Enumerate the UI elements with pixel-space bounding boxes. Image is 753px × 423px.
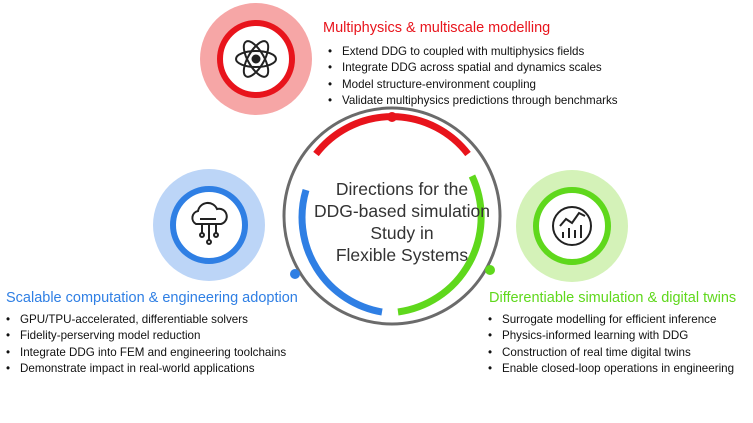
left-section-title: Scalable computation & engineering adopt… bbox=[6, 290, 298, 306]
top-section-title: Multiphysics & multiscale modelling bbox=[323, 20, 551, 36]
cloud-computing-icon bbox=[191, 201, 228, 245]
center-arc-blue bbox=[298, 189, 383, 316]
center-title-line: Flexible Systems bbox=[335, 245, 469, 265]
left-badge bbox=[153, 169, 265, 281]
center-title-line: DDG-based simulation bbox=[313, 201, 491, 221]
right-section-title: Differentiable simulation & digital twin… bbox=[489, 290, 737, 306]
center-title-line: Study in bbox=[370, 223, 434, 243]
top-badge bbox=[200, 3, 312, 115]
right-badge bbox=[516, 170, 628, 282]
center-title: Directions for the DDG-based simulation … bbox=[312, 178, 492, 266]
top-section-list: Extend DDG to coupled with multiphysics … bbox=[326, 44, 618, 109]
list-item: Validate multiphysics predictions throug… bbox=[326, 93, 618, 110]
node-dot-blue bbox=[290, 269, 300, 279]
center-arc-green bbox=[397, 174, 485, 316]
atom-icon bbox=[235, 40, 277, 78]
list-item: Integrate DDG into FEM and engineering t… bbox=[4, 345, 286, 362]
left-section-list: GPU/TPU-accelerated, differentiable solv… bbox=[4, 312, 286, 377]
list-item: Fidelity-perserving model reduction bbox=[4, 328, 286, 345]
list-item: Enable closed-loop operations in enginee… bbox=[486, 361, 734, 378]
list-item: Model structure-environment coupling bbox=[326, 77, 618, 94]
right-section-list: Surrogate modelling for efficient infere… bbox=[486, 312, 734, 377]
list-item: Demonstrate impact in real-world applica… bbox=[4, 361, 286, 378]
list-item: Construction of real time digital twins bbox=[486, 345, 734, 362]
node-dot-red bbox=[387, 112, 397, 122]
list-item: Physics-informed learning with DDG bbox=[486, 328, 734, 345]
analytics-chart-icon bbox=[552, 206, 592, 246]
list-item: GPU/TPU-accelerated, differentiable solv… bbox=[4, 312, 286, 329]
node-dot-green bbox=[485, 265, 495, 275]
list-item: Surrogate modelling for efficient infere… bbox=[486, 312, 734, 329]
list-item: Extend DDG to coupled with multiphysics … bbox=[326, 44, 618, 61]
list-item: Integrate DDG across spatial and dynamic… bbox=[326, 60, 618, 77]
center-title-line: Directions for the bbox=[335, 179, 469, 199]
